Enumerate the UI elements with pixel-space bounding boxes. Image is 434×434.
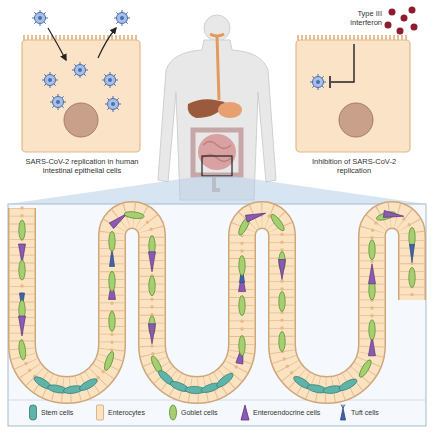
stomach <box>218 102 242 118</box>
goblet-cell <box>369 240 375 260</box>
goblet-cell <box>109 271 115 291</box>
specialised-cells <box>18 210 415 395</box>
stem-cell <box>337 377 358 393</box>
tuft-cell <box>410 244 415 262</box>
goblet-cell <box>369 320 375 340</box>
exit-arrow <box>98 28 116 58</box>
infected-cell <box>22 10 140 152</box>
goblet-cell <box>357 358 373 378</box>
epithelium-band <box>22 208 412 390</box>
goblet-cell <box>239 256 245 276</box>
goblet-cell <box>18 340 27 361</box>
virus <box>72 62 88 78</box>
virus <box>32 10 48 26</box>
enteroendocrine-icon <box>241 405 249 420</box>
enteroendocrine-cell <box>149 324 156 344</box>
legend-icon <box>95 404 105 421</box>
nucleus <box>64 103 98 137</box>
legend-icon <box>240 404 250 421</box>
enteroendocrine-cell <box>279 260 286 280</box>
interferon-dots <box>385 7 418 35</box>
enteroendocrine-cell <box>369 264 376 284</box>
stem-cell <box>78 377 99 393</box>
virus <box>42 72 58 88</box>
goblet-cell <box>19 220 25 240</box>
goblet-cell <box>103 351 116 372</box>
goblet-cell <box>124 211 145 220</box>
goblet-cell <box>239 296 245 316</box>
mouth <box>210 34 224 36</box>
inhibition-line <box>331 44 354 82</box>
epithelial-cell <box>22 40 140 152</box>
tuft-cell-icon <box>341 405 346 421</box>
legend-item: Stem cells <box>28 404 73 421</box>
tissue-panel <box>8 204 426 426</box>
enteroendocrine-cell <box>245 210 266 222</box>
legend-item: Enterocytes <box>95 404 145 421</box>
colon <box>193 130 241 175</box>
goblet-cell <box>409 267 415 287</box>
legend-icon <box>28 404 38 421</box>
enteroendocrine-cell <box>383 210 404 219</box>
goblet-cell <box>239 336 245 356</box>
virus <box>114 10 130 26</box>
virus <box>50 94 66 110</box>
goblet-cell-icon <box>170 405 177 420</box>
entry-arrow <box>48 28 66 60</box>
legend-text: Goblet cells <box>181 409 218 416</box>
goblet-cell <box>19 260 25 280</box>
legend-item: Tuft cells <box>338 404 379 421</box>
nuclei <box>22 208 412 390</box>
crypt-epithelium <box>22 208 412 390</box>
goblet-cell <box>279 332 285 352</box>
caption-label: SARS-CoV-2 replication in human intestin… <box>22 157 142 175</box>
human-body <box>158 15 276 200</box>
esophagus <box>217 36 219 100</box>
caption-label: Inhibition of SARS-CoV-2 replication <box>296 157 412 175</box>
goblet-cell <box>149 276 155 296</box>
virus <box>105 96 121 112</box>
small-intestine <box>198 134 236 170</box>
zoom-funnel <box>8 176 426 204</box>
nucleus <box>339 103 373 137</box>
epithelium-outline <box>22 208 412 390</box>
legend-icon <box>168 404 178 421</box>
legend-text: Stem cells <box>41 409 73 416</box>
stem-cell <box>215 371 235 389</box>
enterocyte-icon <box>97 405 104 420</box>
legend-text: Enteroendocrine cells <box>253 409 320 416</box>
stem-cell-icon <box>30 405 37 420</box>
goblet-cell <box>109 311 115 331</box>
enteroendocrine-cell <box>149 252 156 272</box>
enteroendocrine-cell <box>19 316 26 336</box>
protected-cell <box>296 7 418 153</box>
zoom-box <box>202 156 232 176</box>
caption-label: Type III interferon <box>330 9 382 27</box>
legend-text: Enterocytes <box>108 409 145 416</box>
legend-item: Enteroendocrine cells <box>240 404 320 421</box>
legend-item: Goblet cells <box>168 404 218 421</box>
goblet-cell <box>279 292 285 312</box>
virus <box>310 74 326 90</box>
intestine-folds <box>203 142 231 162</box>
cell-borders <box>22 208 412 390</box>
inhibition-bar <box>329 76 331 88</box>
epithelial-cell <box>296 40 410 152</box>
virus <box>102 72 118 88</box>
goblet-cell <box>109 231 115 251</box>
goblet-cell <box>269 213 286 233</box>
legend-text: Tuft cells <box>351 409 379 416</box>
legend-icon <box>338 404 348 421</box>
